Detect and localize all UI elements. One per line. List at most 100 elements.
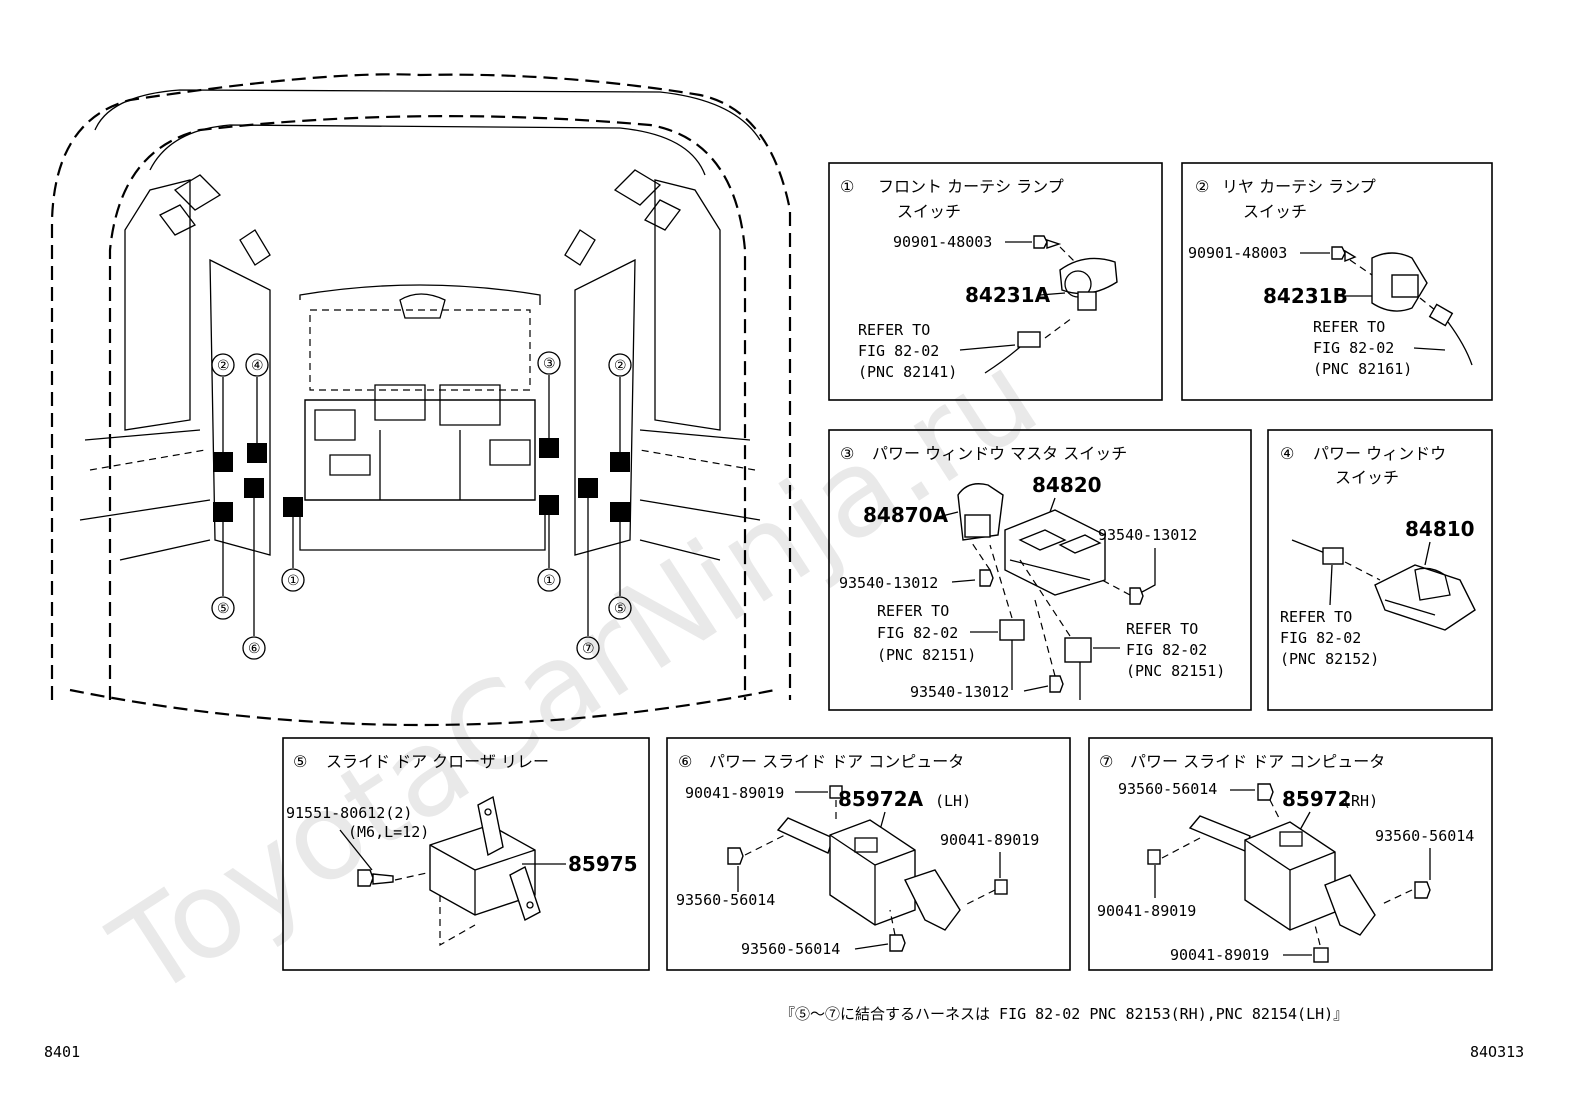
svg-text:②: ② bbox=[614, 358, 627, 374]
callout-5-left: ⑤ bbox=[211, 596, 235, 620]
svg-text:91551-80612(2): 91551-80612(2) bbox=[286, 804, 412, 822]
svg-text:スイッチ: スイッチ bbox=[897, 202, 961, 221]
svg-text:パワー スライド ドア コンピュータ: パワー スライド ドア コンピュータ bbox=[1130, 752, 1385, 771]
svg-text:(LH): (LH) bbox=[935, 792, 971, 810]
slide-door-computer-lh-icon bbox=[829, 819, 916, 926]
marker-rear-courtesy-switch-rh bbox=[610, 452, 630, 472]
svg-text:⑤: ⑤ bbox=[293, 752, 307, 771]
screw-icon bbox=[727, 847, 744, 865]
screw-icon bbox=[889, 934, 906, 952]
svg-text:②: ② bbox=[217, 358, 230, 374]
svg-text:(RH): (RH) bbox=[1342, 792, 1378, 810]
bracket-icon bbox=[1188, 815, 1251, 852]
svg-text:93560-56014: 93560-56014 bbox=[676, 891, 775, 909]
marker-slide-door-computer-rh bbox=[578, 478, 598, 498]
svg-text:93540-13012: 93540-13012 bbox=[839, 574, 938, 592]
clip-icon bbox=[994, 879, 1008, 895]
svg-text:93560-56014: 93560-56014 bbox=[1118, 780, 1217, 798]
svg-text:FIG 82-02: FIG 82-02 bbox=[1313, 339, 1394, 357]
callout-2-right: ② bbox=[608, 353, 632, 377]
svg-text:90041-89019: 90041-89019 bbox=[1097, 902, 1196, 920]
svg-text:84810: 84810 bbox=[1405, 517, 1475, 541]
svg-text:90041-89019: 90041-89019 bbox=[940, 831, 1039, 849]
svg-text:REFER TO: REFER TO bbox=[858, 321, 930, 339]
clip-icon bbox=[829, 785, 843, 799]
svg-text:(PNC 82141): (PNC 82141) bbox=[858, 363, 957, 381]
panel-power-slide-door-computer-rh: ⑦ パワー スライド ドア コンピュータ 93560-56014 85972 (… bbox=[1088, 737, 1493, 971]
svg-text:リヤ カーテシ ランプ: リヤ カーテシ ランプ bbox=[1222, 177, 1376, 196]
svg-text:93540-13012: 93540-13012 bbox=[1098, 526, 1197, 544]
screw-icon bbox=[1049, 675, 1064, 693]
master-switch-84820-icon bbox=[1004, 509, 1106, 596]
connector-icon bbox=[999, 619, 1025, 641]
svg-text:①: ① bbox=[287, 573, 300, 589]
svg-text:③: ③ bbox=[840, 444, 854, 463]
marker-rear-courtesy-switch-lh bbox=[213, 452, 233, 472]
svg-text:スイッチ: スイッチ bbox=[1335, 468, 1399, 487]
svg-text:FIG 82-02: FIG 82-02 bbox=[858, 342, 939, 360]
svg-text:スライド ドア クローザ リレー: スライド ドア クローザ リレー bbox=[326, 752, 549, 771]
marker-closer-relay-rh bbox=[610, 502, 630, 522]
svg-text:90901-48003: 90901-48003 bbox=[893, 233, 992, 251]
bracket-icon bbox=[776, 817, 834, 854]
clip-icon bbox=[1313, 947, 1329, 963]
clip-icon bbox=[1147, 849, 1161, 865]
svg-text:85972A: 85972A bbox=[838, 787, 924, 811]
marker-master-switch bbox=[539, 438, 559, 458]
power-window-switch-icon bbox=[1374, 564, 1476, 631]
svg-text:⑦: ⑦ bbox=[1099, 752, 1113, 771]
connector-icon bbox=[1322, 547, 1344, 565]
svg-text:93560-56014: 93560-56014 bbox=[1375, 827, 1474, 845]
callout-1-left: ① bbox=[281, 568, 305, 592]
marker-front-courtesy-switch-lh bbox=[283, 497, 303, 517]
svg-text:(PNC 82161): (PNC 82161) bbox=[1313, 360, 1412, 378]
svg-text:REFER TO: REFER TO bbox=[1280, 608, 1352, 626]
screw-icon bbox=[979, 569, 994, 587]
panel-front-courtesy-lamp-switch: ① フロント カーテシ ランプ スイッチ 90901-48003 84231A … bbox=[828, 162, 1163, 401]
screw-icon bbox=[1129, 587, 1144, 605]
svg-text:③: ③ bbox=[543, 356, 556, 372]
svg-text:REFER TO: REFER TO bbox=[877, 602, 949, 620]
svg-text:93540-13012: 93540-13012 bbox=[910, 683, 1009, 701]
marker-front-courtesy-switch-rh bbox=[539, 495, 559, 515]
panel-rear-courtesy-lamp-switch: ② リヤ カーテシ ランプ スイッチ 90901-48003 84231B RE… bbox=[1181, 162, 1493, 401]
callout-5-right: ⑤ bbox=[608, 596, 632, 620]
screw-icon bbox=[1331, 246, 1357, 263]
svg-text:フロント カーテシ ランプ: フロント カーテシ ランプ bbox=[878, 177, 1064, 196]
panel-power-slide-door-computer-lh: ⑥ パワー スライド ドア コンピュータ 90041-89019 85972A … bbox=[666, 737, 1071, 971]
svg-text:①: ① bbox=[840, 177, 854, 196]
svg-text:85972: 85972 bbox=[1282, 787, 1352, 811]
connector-icon bbox=[1428, 303, 1454, 327]
svg-text:④: ④ bbox=[1280, 444, 1294, 463]
footnote: 『⑤〜⑦に結合するハーネスは FIG 82-02 PNC 82153(RH),P… bbox=[780, 1005, 1348, 1023]
svg-text:スイッチ: スイッチ bbox=[1243, 202, 1307, 221]
svg-text:⑤: ⑤ bbox=[217, 601, 230, 617]
svg-text:FIG 82-02: FIG 82-02 bbox=[877, 624, 958, 642]
panel-power-window-master-switch: ③ パワー ウィンドウ マスタ スイッチ 84870A 84820 93540-… bbox=[828, 429, 1252, 711]
svg-text:(PNC 82151): (PNC 82151) bbox=[1126, 662, 1225, 680]
svg-text:②: ② bbox=[1195, 177, 1209, 196]
svg-text:パワー ウィンドウ マスタ スイッチ: パワー ウィンドウ マスタ スイッチ bbox=[872, 444, 1127, 463]
vehicle-interior-view: ② ④ ⑤ ⑥ ① ③ ② ① ⑦ ⑤ bbox=[50, 73, 792, 727]
panel-power-window-switch: ④ パワー ウィンドウ スイッチ 84810 REFER TO FIG 82-0… bbox=[1267, 429, 1493, 711]
screw-icon bbox=[1414, 881, 1431, 899]
screw-icon bbox=[1033, 235, 1062, 249]
connector-icon bbox=[1017, 331, 1041, 348]
svg-text:⑥: ⑥ bbox=[248, 641, 261, 657]
svg-text:84820: 84820 bbox=[1032, 473, 1102, 497]
svg-text:93560-56014: 93560-56014 bbox=[741, 940, 840, 958]
connector-icon bbox=[1064, 637, 1092, 663]
svg-text:(PNC 82151): (PNC 82151) bbox=[877, 646, 976, 664]
svg-text:84231A: 84231A bbox=[965, 283, 1051, 307]
svg-text:85975: 85975 bbox=[568, 852, 638, 876]
marker-power-window-switch-lh bbox=[247, 443, 267, 463]
svg-text:⑤: ⑤ bbox=[614, 601, 627, 617]
svg-text:84870A: 84870A bbox=[863, 503, 949, 527]
svg-text:①: ① bbox=[543, 573, 556, 589]
svg-text:90041-89019: 90041-89019 bbox=[685, 784, 784, 802]
svg-text:90041-89019: 90041-89019 bbox=[1170, 946, 1269, 964]
screw-icon bbox=[1257, 783, 1274, 801]
svg-text:84231B: 84231B bbox=[1263, 284, 1348, 308]
bolt-icon bbox=[357, 869, 394, 887]
svg-text:(M6,L=12): (M6,L=12) bbox=[348, 823, 429, 841]
